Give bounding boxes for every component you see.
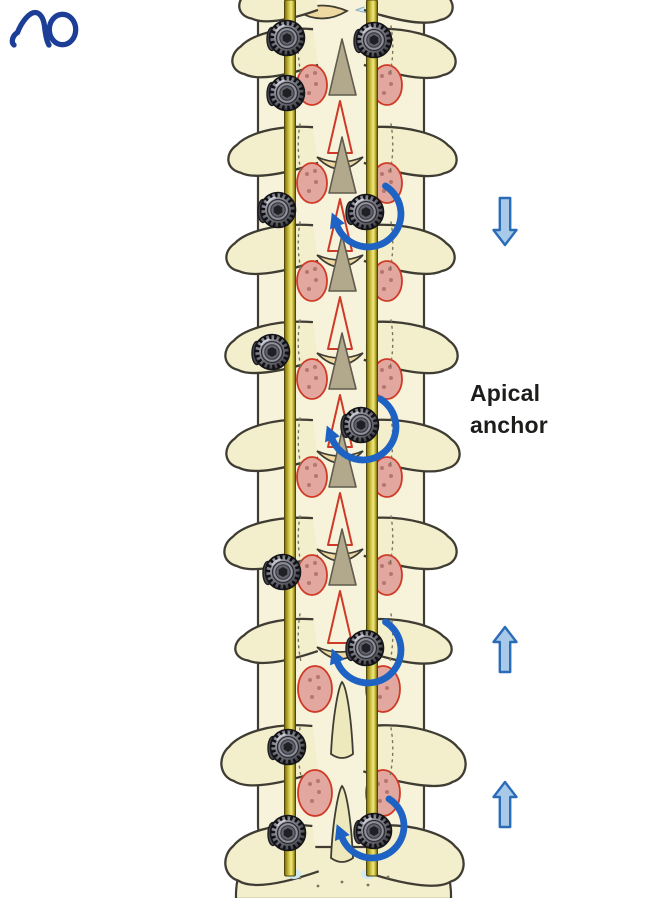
dotted-line xyxy=(297,221,302,271)
dotted-line xyxy=(297,319,302,369)
pedicle-screw xyxy=(353,812,393,850)
hex-socket xyxy=(267,347,277,357)
facet-joint xyxy=(297,665,333,713)
pedicle-screw xyxy=(262,553,302,591)
spinous-process-cut xyxy=(328,528,357,586)
translation-arrow-up xyxy=(492,625,518,674)
pedicle-screw-apical-anchor xyxy=(340,406,380,444)
transverse-process-left xyxy=(234,617,319,665)
facet-joint xyxy=(296,554,328,596)
ao-logo-a-glyph xyxy=(9,9,52,48)
vertebra-junction xyxy=(296,234,403,366)
dotted-line xyxy=(297,123,302,173)
vertebra-junction xyxy=(296,528,403,660)
hex-socket xyxy=(361,207,371,217)
spinous-outline xyxy=(327,590,353,644)
hex-socket xyxy=(369,826,379,836)
dotted-line xyxy=(389,515,394,565)
dotted-line xyxy=(389,123,394,173)
vertebra-junction xyxy=(296,430,403,562)
spinous-process xyxy=(330,680,354,759)
dotted-line xyxy=(297,417,302,467)
spinous-process-cut xyxy=(328,332,357,390)
pedicle-screw xyxy=(353,21,393,59)
pedicle-screw xyxy=(251,333,291,371)
pedicle-screw xyxy=(345,629,385,667)
derotation-arrow xyxy=(334,795,408,862)
pedicle-screw xyxy=(267,728,307,766)
ao-logo-o-glyph xyxy=(46,11,79,48)
pedicle-screw xyxy=(257,191,297,229)
dotted-line xyxy=(297,727,302,777)
pedicle-screw xyxy=(266,74,306,112)
spinous-process-cut xyxy=(328,234,357,292)
pedicle-screw xyxy=(345,193,385,231)
dotted-line xyxy=(297,613,302,663)
translation-arrow-down xyxy=(492,196,518,247)
spinous-process-cut xyxy=(328,38,357,96)
pedicle-screw xyxy=(267,814,307,852)
spinous-process-cut xyxy=(328,136,357,194)
dotted-line xyxy=(389,25,394,75)
dotted-line xyxy=(389,727,394,777)
derotation-arrowhead xyxy=(330,212,345,230)
derotation-arrowhead xyxy=(325,425,340,443)
hex-socket xyxy=(282,33,292,43)
derotation-arrow xyxy=(330,618,405,687)
hex-socket xyxy=(369,35,379,45)
transverse-process-right xyxy=(363,617,453,665)
translation-arrow-up xyxy=(492,780,518,829)
facet-joint xyxy=(296,260,328,302)
transverse-process-right xyxy=(363,0,454,24)
dotted-line xyxy=(389,221,394,271)
pedicle-screw xyxy=(266,19,306,57)
dotted-line xyxy=(389,613,394,663)
derotation-arrow xyxy=(330,182,405,251)
hex-socket xyxy=(278,567,288,577)
hex-socket xyxy=(282,88,292,98)
facet-joint xyxy=(296,456,328,498)
derotation-arrowhead xyxy=(334,824,350,841)
hex-socket xyxy=(361,643,371,653)
facet-joint xyxy=(297,769,333,817)
hex-socket xyxy=(283,742,293,752)
ao-logo xyxy=(9,9,79,48)
hex-socket xyxy=(356,420,366,430)
derotation-arrowhead xyxy=(330,648,345,666)
facet-joint xyxy=(296,162,328,204)
hex-socket xyxy=(273,205,283,215)
dotted-line xyxy=(389,319,394,369)
dotted-line xyxy=(297,515,302,565)
derotation-arrow xyxy=(325,395,400,464)
apical-anchor-label: Apical anchor xyxy=(470,380,548,438)
transverse-process-left xyxy=(238,0,319,23)
dotted-line xyxy=(389,417,394,467)
dotted-line xyxy=(297,25,302,75)
hex-socket xyxy=(283,828,293,838)
facet-joint xyxy=(296,358,328,400)
